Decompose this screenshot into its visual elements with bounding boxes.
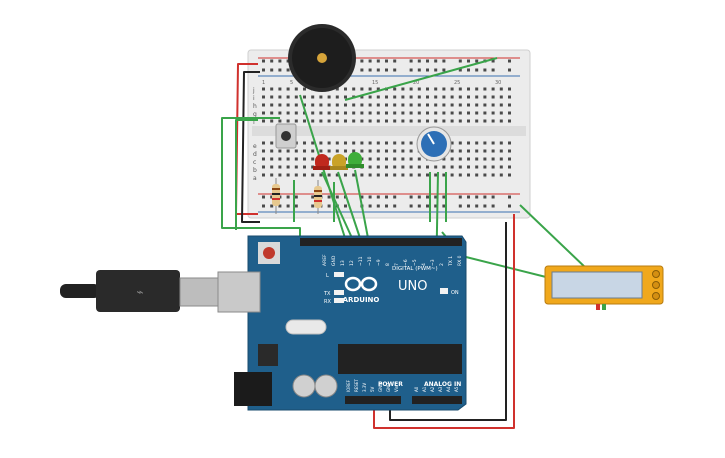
pin-label: 12 <box>349 260 355 266</box>
tx-led <box>334 290 344 295</box>
pin-label: ~9 <box>376 259 382 266</box>
pin-label: A3 <box>438 386 443 392</box>
svg-text:c: c <box>253 159 256 166</box>
pin-label: 3.3V <box>362 383 367 392</box>
pin-label: IOREF <box>346 379 351 392</box>
pushbutton[interactable] <box>275 123 297 149</box>
l-label: L <box>326 273 329 279</box>
tx-label: TX <box>323 291 331 297</box>
atmega-chip <box>338 344 462 374</box>
resistor-2[interactable] <box>314 180 322 214</box>
svg-text:1: 1 <box>262 80 265 86</box>
on-led <box>440 288 448 294</box>
pin-label: AREF <box>322 254 328 266</box>
row-letters: j i h g f e d c b a <box>252 87 257 182</box>
usb-cable[interactable]: ⌁ <box>60 270 219 312</box>
svg-text:5: 5 <box>290 80 293 86</box>
pin-label: A0 <box>414 386 419 392</box>
svg-text:25: 25 <box>454 80 460 86</box>
capacitor-1 <box>292 374 316 398</box>
pin-label: A5 <box>454 386 459 392</box>
resistor-1[interactable] <box>272 178 280 214</box>
svg-text:20: 20 <box>413 80 419 86</box>
pin-label: A4 <box>446 386 451 392</box>
led-red[interactable] <box>313 154 331 170</box>
pin-label: ~11 <box>358 256 364 266</box>
pin-label: 7 <box>394 263 400 266</box>
wire-green-led-green[interactable] <box>354 169 369 239</box>
pin-label: ~3 <box>430 259 436 266</box>
wire-green-lcd-1[interactable] <box>519 204 589 271</box>
rx-label: RX <box>324 299 331 305</box>
pin-label: ~5 <box>412 259 418 266</box>
power-jack[interactable] <box>234 372 272 406</box>
on-label: ON <box>451 290 459 296</box>
svg-text:30: 30 <box>495 80 501 86</box>
potentiometer[interactable] <box>416 126 452 162</box>
wire-green-led-yellow[interactable] <box>337 171 361 239</box>
pin-label: 2 <box>439 263 445 266</box>
voltage-regulator <box>258 344 278 366</box>
digital-header[interactable] <box>300 238 462 246</box>
l-led <box>334 272 344 277</box>
digital-header-label: DIGITAL (PWM~) <box>392 266 438 272</box>
wire-green-button[interactable] <box>221 117 301 238</box>
pin-label: Vin <box>394 385 399 392</box>
pin-label: 13 <box>340 260 346 266</box>
svg-text:b: b <box>253 167 257 174</box>
pin-label: RESET <box>354 379 359 392</box>
rx-led <box>334 298 344 303</box>
pin-label: RX 0 <box>457 255 463 266</box>
lcd-display[interactable] <box>544 265 664 310</box>
svg-text:i: i <box>253 95 255 102</box>
svg-text:j: j <box>252 87 255 94</box>
wire-black-gnd[interactable] <box>241 71 260 223</box>
pin-label: GND <box>331 255 337 266</box>
wire-red-board[interactable] <box>373 214 515 429</box>
pin-label: 4 <box>421 263 427 266</box>
svg-text:15: 15 <box>372 80 378 86</box>
wire-green-button-2[interactable] <box>235 119 258 230</box>
pin-label: GND <box>386 383 391 392</box>
power-header-label: POWER <box>378 381 403 388</box>
piezo-buzzer[interactable] <box>288 24 356 92</box>
led-yellow[interactable] <box>330 154 348 170</box>
pin-label: GND <box>378 383 383 392</box>
svg-text:f: f <box>253 119 256 126</box>
svg-text:a: a <box>253 175 257 182</box>
wire-green-led-red[interactable] <box>321 171 353 239</box>
usb-b-port[interactable] <box>217 271 261 313</box>
svg-text:g: g <box>253 111 257 118</box>
pin-label: ~10 <box>367 256 373 266</box>
pin-label: TX 1 <box>448 256 454 267</box>
analog-header-label: ANALOG IN <box>424 381 461 388</box>
pin-label: 8 <box>385 263 391 266</box>
wire-green-buzzer-2[interactable] <box>344 57 498 101</box>
pin-label: 5V <box>370 386 375 392</box>
crystal-oscillator <box>285 319 327 335</box>
breadboard[interactable]: j i h g f e d c b a 1 5 10 15 20 25 30 <box>247 49 531 219</box>
brand-label: ARDUINO <box>343 296 380 304</box>
usb-icon: ⌁ <box>136 285 143 299</box>
capacitor-2 <box>314 374 338 398</box>
arduino-logo-icon <box>344 276 378 292</box>
svg-text:h: h <box>253 103 257 110</box>
pin-label: A2 <box>430 386 435 392</box>
power-header[interactable] <box>345 396 401 404</box>
model-label: UNO <box>398 279 427 294</box>
pin-label: ~6 <box>403 259 409 266</box>
reset-button[interactable] <box>258 242 280 264</box>
svg-text:d: d <box>253 151 257 158</box>
analog-header[interactable] <box>412 396 462 404</box>
svg-text:e: e <box>253 143 257 150</box>
pin-label: A1 <box>422 386 427 392</box>
led-green[interactable] <box>346 152 364 168</box>
